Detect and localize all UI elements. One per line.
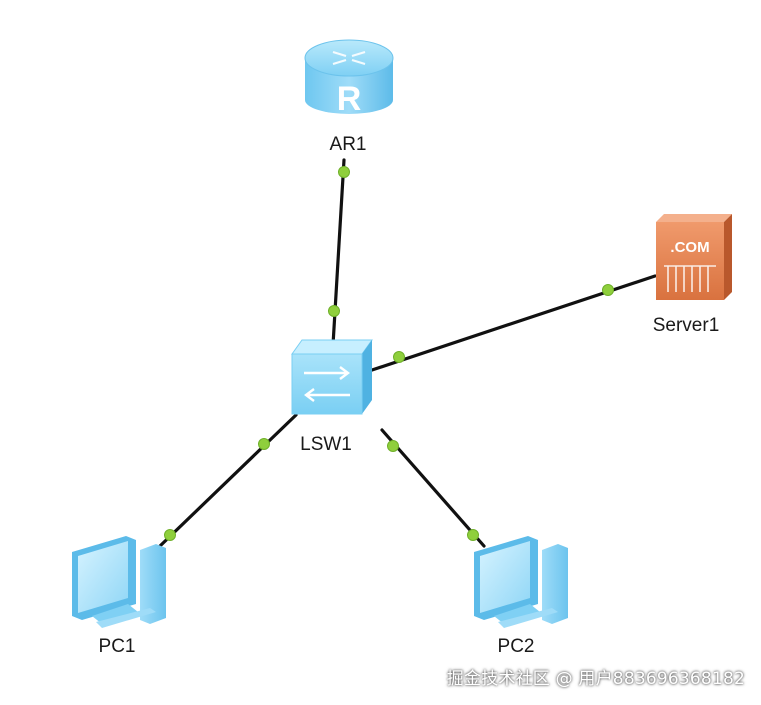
port-pc1[interactable] [164, 529, 176, 541]
svg-text:R: R [337, 80, 362, 118]
server-icon: .COM [656, 214, 732, 300]
link-lsw1-pc2[interactable] [380, 428, 486, 548]
node-lsw1[interactable]: LSW1 [291, 339, 373, 455]
watermark: 掘金技术社区 @ 用户883696368182 [446, 669, 745, 689]
port-lsw1-pc2[interactable] [387, 440, 399, 452]
node-label-server1: Server1 [653, 315, 720, 336]
link-ar1-lsw1[interactable] [331, 158, 346, 347]
port-pc2[interactable] [467, 529, 479, 541]
pc-icon [474, 536, 568, 628]
node-label-pc1: PC1 [99, 636, 136, 657]
link-lsw1-pc1[interactable] [158, 413, 298, 548]
port-server1[interactable] [602, 284, 614, 296]
router-icon: R [304, 39, 394, 118]
port-lsw1-server1[interactable] [393, 351, 405, 363]
node-label-ar1: AR1 [330, 134, 367, 155]
switch-icon [291, 339, 373, 415]
port-lsw1-ar1[interactable] [328, 305, 340, 317]
node-ar1[interactable]: R AR1 [304, 39, 394, 155]
node-label-pc2: PC2 [498, 636, 535, 657]
pc-icon [72, 536, 166, 628]
node-pc2[interactable]: PC2 [474, 536, 568, 657]
server-badge: .COM [670, 239, 709, 256]
port-ar1-uplink[interactable] [338, 166, 350, 178]
node-server1[interactable]: .COM Server1 [653, 214, 732, 336]
node-label-lsw1: LSW1 [300, 434, 352, 455]
node-pc1[interactable]: PC1 [72, 536, 166, 657]
port-lsw1-pc1[interactable] [258, 438, 270, 450]
